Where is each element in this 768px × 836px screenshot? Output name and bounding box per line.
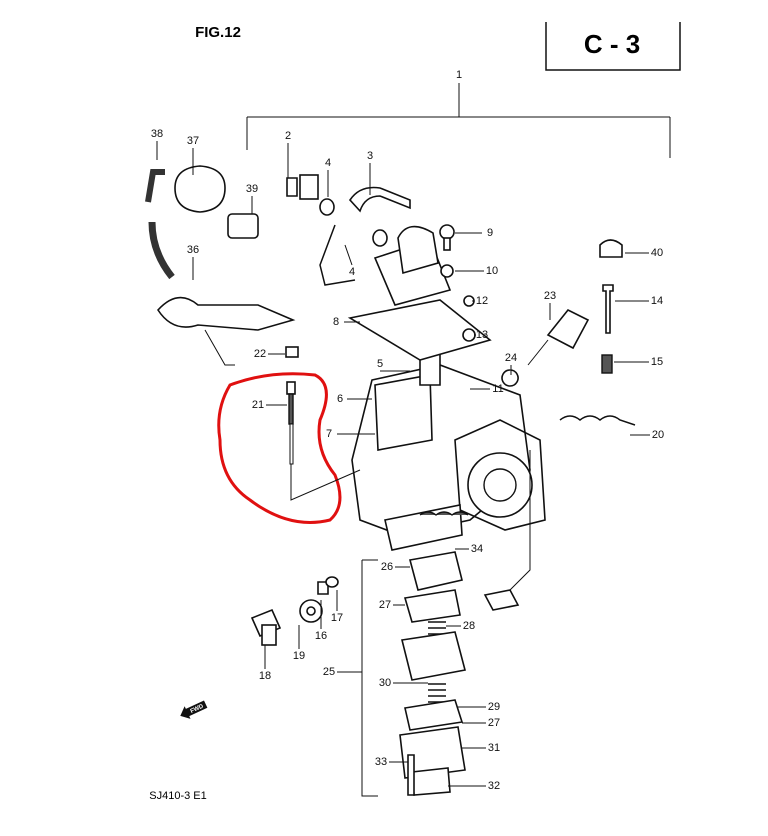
callout-8: 8 [333, 316, 339, 328]
callout-1: 1 [456, 69, 462, 81]
callout-17: 17 [331, 612, 343, 624]
callout-32: 32 [488, 780, 500, 792]
fwd-arrow-icon: FWD [180, 700, 208, 719]
callout-30: 30 [379, 677, 391, 689]
callout-28: 28 [463, 620, 475, 632]
small-parts [250, 174, 636, 646]
callout-18: 18 [259, 670, 271, 682]
callout-12: 12 [476, 295, 488, 307]
callout-29: 29 [488, 701, 500, 713]
callout-19: 19 [293, 650, 305, 662]
model-code: SJ410-3 E1 [149, 790, 206, 802]
section-code-box: C - 3 [545, 22, 681, 71]
callout-27: 27 [488, 717, 500, 729]
callout-26: 26 [381, 561, 393, 573]
callout-10: 10 [486, 265, 498, 277]
highlight-outline [217, 372, 342, 524]
callout-31: 31 [488, 742, 500, 754]
carburetor-body [351, 344, 546, 551]
fwd-label: FWD [190, 703, 206, 714]
leader-lines [156, 141, 650, 787]
callout-20: 20 [652, 429, 664, 441]
callout-37: 37 [187, 135, 199, 147]
float-gasket-8 [347, 225, 492, 361]
callout-23: 23 [544, 290, 556, 302]
assembly-bracket [246, 83, 671, 158]
callout-38: 38 [151, 128, 163, 140]
callout-22: 22 [254, 348, 266, 360]
callout-40: 40 [651, 247, 663, 259]
callout-2: 2 [285, 130, 291, 142]
callout-9: 9 [487, 227, 493, 239]
callout-24: 24 [505, 352, 517, 364]
callout-14: 14 [651, 295, 663, 307]
callout-27: 27 [379, 599, 391, 611]
callout-4: 4 [349, 266, 355, 278]
callout-16: 16 [315, 630, 327, 642]
subassembly-bracket [361, 559, 378, 797]
callout-3: 3 [367, 150, 373, 162]
pump-stack [399, 551, 466, 796]
callout-13: 13 [476, 329, 488, 341]
callout-36: 36 [187, 244, 199, 256]
callout-6: 6 [337, 393, 343, 405]
callout-25: 25 [323, 666, 335, 678]
figure-title: FIG.12 [195, 24, 241, 41]
section-code: C - 3 [584, 29, 640, 59]
callout-11: 11 [492, 383, 503, 395]
callout-4: 4 [325, 157, 331, 169]
callout-39: 39 [246, 183, 258, 195]
callout-33: 33 [375, 756, 387, 768]
callout-21: 21 [252, 399, 264, 411]
jet-21 [286, 381, 296, 465]
callout-34: 34 [471, 543, 483, 555]
callout-7: 7 [326, 428, 332, 440]
vacuum-parts [145, 165, 296, 366]
callout-15: 15 [651, 356, 663, 368]
callout-labels: 1 2 3 4 4 5 6 7 8 9 10 11 12 13 14 15 16… [151, 69, 664, 792]
callout-5: 5 [377, 358, 383, 370]
